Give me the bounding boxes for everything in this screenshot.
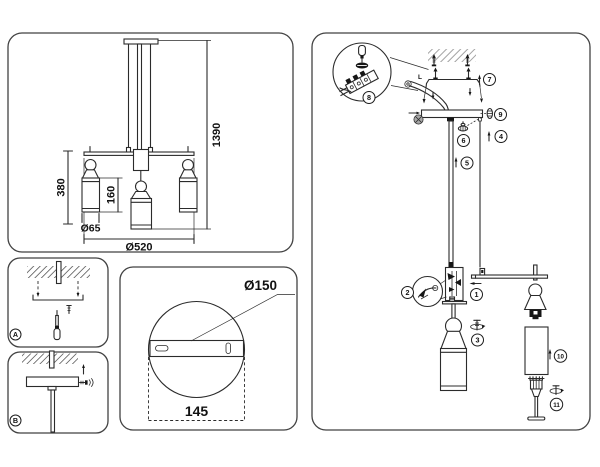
detail-a-label: A	[13, 330, 18, 339]
wire-label: L	[418, 74, 422, 81]
step-badge-1: 1	[470, 288, 483, 301]
slide-arrow-icon	[416, 111, 420, 115]
mount-slot-left	[155, 345, 169, 352]
pendant-lamp-front-view	[81, 38, 198, 230]
mount-slot-right	[225, 342, 231, 354]
leader-line	[190, 294, 295, 342]
glass-shade	[524, 326, 549, 376]
hook-detail-circle	[411, 275, 444, 308]
step-badge-2: 2	[401, 286, 414, 299]
canopy-plate	[420, 109, 484, 119]
wiring-pipe	[55, 260, 62, 285]
panel-overview-dimensions: 1390 380 160 Ø65 Ø520	[7, 32, 294, 254]
svg-text:7: 7	[488, 75, 492, 84]
center-shade	[439, 347, 468, 392]
svg-text:2: 2	[406, 288, 410, 297]
step-badge-3: 3	[471, 333, 484, 347]
center-hub	[444, 262, 464, 302]
step-badge-9: 9	[494, 108, 507, 121]
hanging-rod	[50, 389, 56, 433]
screwdriver-icon	[358, 44, 366, 63]
right-shade	[178, 177, 198, 213]
step-badge-10: 10	[553, 349, 568, 363]
step-badge-4: 4	[494, 130, 508, 143]
detail-b-label: B	[13, 416, 18, 425]
side-pendant	[523, 283, 549, 376]
center-pendant	[439, 296, 468, 392]
center-shade	[130, 197, 153, 230]
left-shade	[81, 177, 101, 213]
up-arrow-icon	[478, 74, 481, 79]
detail-a-badge	[9, 328, 22, 341]
dim-pendant-drop: 380	[56, 178, 68, 196]
mounting-bracket	[32, 294, 84, 301]
detail-b-badge	[9, 414, 22, 427]
up-arrow-icon	[82, 364, 85, 368]
svg-text:10: 10	[557, 353, 564, 360]
ceiling-screw-icon	[465, 54, 470, 67]
center-rod	[448, 120, 454, 268]
dim-total-height: 1390	[211, 123, 223, 147]
panel-border	[7, 257, 109, 348]
screw-rotate-icon	[470, 319, 486, 331]
ceiling-screw-icon	[431, 54, 437, 67]
thumbscrew-icon	[480, 107, 494, 120]
left-arrow-icon	[469, 282, 475, 285]
bracket-span-label: 145	[185, 403, 209, 419]
svg-text:3: 3	[476, 336, 480, 345]
panel-border	[7, 351, 109, 434]
lamp-arm	[470, 274, 549, 279]
svg-text:1: 1	[475, 290, 479, 299]
knurled-nut-icon	[457, 116, 484, 132]
dim-shade-diameter: Ø65	[81, 223, 101, 235]
screwdriver-icon	[53, 309, 61, 341]
dim-shade-height: 160	[106, 186, 118, 204]
svg-text:8: 8	[367, 93, 371, 102]
wiring-detail-circle	[332, 42, 392, 102]
step-badge-11: 11	[549, 397, 564, 412]
panel-mount-detail-a: A	[7, 257, 109, 348]
screw-rotate-icon	[549, 385, 564, 396]
step-badge-7: 7	[483, 73, 496, 86]
step-badge-5: 5	[460, 156, 474, 170]
svg-text:6: 6	[462, 136, 466, 145]
up-arrow-icon	[454, 157, 458, 162]
center-rod	[136, 43, 143, 151]
step-badge-6: 6	[457, 134, 470, 147]
lamp-stub	[533, 264, 538, 281]
bulb-assembly	[527, 376, 546, 421]
dim-fixture-width: Ø520	[126, 242, 153, 254]
ceiling-plate	[123, 38, 159, 45]
center-hub	[132, 148, 150, 172]
side-screw-icon	[78, 378, 94, 387]
mount-bar	[149, 339, 245, 358]
panel-canopy-detail: Ø150 145	[119, 266, 298, 431]
step-badge-8: 8	[362, 91, 376, 104]
ceiling-hatch	[428, 49, 476, 62]
wiring-pipe	[48, 350, 55, 369]
svg-text:9: 9	[499, 110, 503, 119]
panel-assembly-steps: L	[311, 32, 591, 431]
svg-text:5: 5	[465, 159, 469, 168]
up-arrow-icon	[487, 131, 491, 136]
screw-icon	[66, 304, 72, 315]
terminal-block	[339, 69, 379, 97]
canopy-plate	[25, 376, 80, 388]
svg-text:11: 11	[553, 402, 560, 409]
svg-text:4: 4	[499, 132, 503, 141]
panel-mount-detail-b: B	[7, 350, 109, 434]
up-arrow-icon	[548, 349, 552, 354]
canopy-diameter-label: Ø150	[244, 278, 277, 293]
